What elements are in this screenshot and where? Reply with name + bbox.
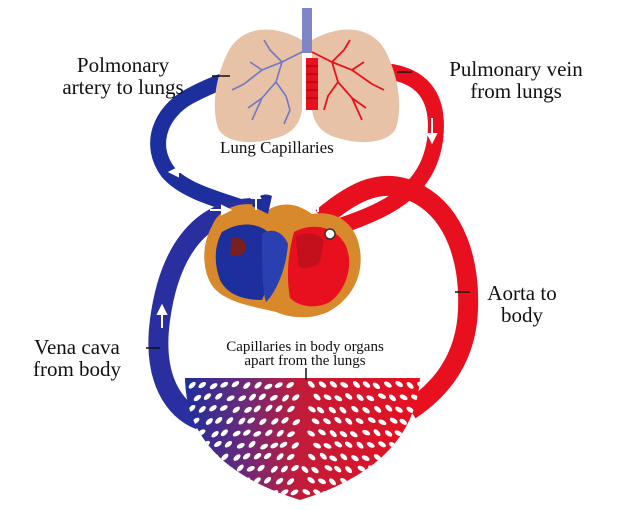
capillary-cell xyxy=(371,477,381,486)
capillary-cell xyxy=(399,465,409,473)
capillary-cell xyxy=(388,490,398,498)
capillary-cell xyxy=(412,488,422,497)
capillary-cell xyxy=(231,476,241,485)
capillary-cell xyxy=(219,476,229,484)
capillary-cell xyxy=(377,465,387,473)
pulmonary-vein-line1: Pulmonary vein xyxy=(420,58,612,80)
body-capillaries-line2: apart from the lungs xyxy=(190,354,420,368)
capillary-cell xyxy=(417,454,427,462)
pulmonary-artery-label: Polmonary artery to lungs xyxy=(28,54,218,98)
capillary-cell xyxy=(193,490,203,498)
body-capillary-bed xyxy=(185,378,432,500)
capillary-cell xyxy=(410,466,420,475)
lung-capillaries-label: Lung Capillaries xyxy=(220,138,334,158)
capillary-cell xyxy=(198,453,208,462)
capillary-cell xyxy=(387,465,396,474)
capillary-cell xyxy=(186,453,196,461)
capillary-cell xyxy=(188,478,198,487)
capillary-cell xyxy=(355,489,365,497)
capillary-cell xyxy=(405,477,414,486)
capillary-cell xyxy=(361,477,371,485)
capillary-cell xyxy=(398,491,408,499)
capillary-cell xyxy=(422,416,431,425)
capillary-cell xyxy=(333,490,343,498)
aorta-line1: Aorta to xyxy=(470,282,574,304)
pulmonary-vein-line2: from lungs xyxy=(420,80,612,102)
capillary-cell xyxy=(422,440,432,449)
capillary-cell xyxy=(395,476,405,485)
capillary-cell xyxy=(416,429,426,437)
body-capillaries-line1: Capillaries in body organs xyxy=(190,340,420,354)
pulmonary-artery-line2: artery to lungs xyxy=(28,76,218,98)
aorta-label: Aorta to body xyxy=(470,282,574,326)
capillary-cell xyxy=(214,464,223,473)
capillary-cell xyxy=(378,489,388,498)
body-capillaries-label: Capillaries in body organs apart from th… xyxy=(190,340,420,368)
capillary-cell xyxy=(420,489,430,498)
capillary-cell xyxy=(406,453,416,461)
pulmonary-vein-label: Pulmonary vein from lungs xyxy=(420,58,612,102)
capillary-cell xyxy=(193,466,203,475)
capillary-cell xyxy=(395,453,405,461)
capillary-cell xyxy=(399,440,409,449)
capillary-cell xyxy=(345,488,355,496)
capillary-cell xyxy=(204,465,214,474)
capillary-cell xyxy=(409,417,418,426)
capillary-cell xyxy=(193,441,203,450)
capillary-cell xyxy=(383,454,393,462)
aorta-line2: body xyxy=(470,304,574,326)
capillary-cell xyxy=(237,489,246,498)
capillary-cell xyxy=(247,489,256,498)
capillary-cell xyxy=(225,489,235,498)
capillary-cell xyxy=(258,490,268,498)
vena-cava-label: Vena cava from body xyxy=(8,336,146,380)
capillary-cell xyxy=(417,476,426,485)
trachea-icon xyxy=(302,8,312,53)
vena-cava-line2: from body xyxy=(8,358,146,380)
capillary-cell xyxy=(198,478,208,486)
capillary-cell xyxy=(367,488,377,496)
capillary-cell xyxy=(410,440,419,449)
vena-cava-line1: Vena cava xyxy=(8,336,146,358)
capillary-cell xyxy=(188,428,197,437)
capillary-cell xyxy=(210,478,220,486)
capillary-cell xyxy=(216,490,226,499)
capillary-cell xyxy=(201,488,211,496)
pulmonary-artery-line1: Polmonary xyxy=(28,54,218,76)
capillary-cell xyxy=(406,429,416,437)
capillary-cell xyxy=(421,464,431,473)
capillary-cell xyxy=(382,477,392,486)
